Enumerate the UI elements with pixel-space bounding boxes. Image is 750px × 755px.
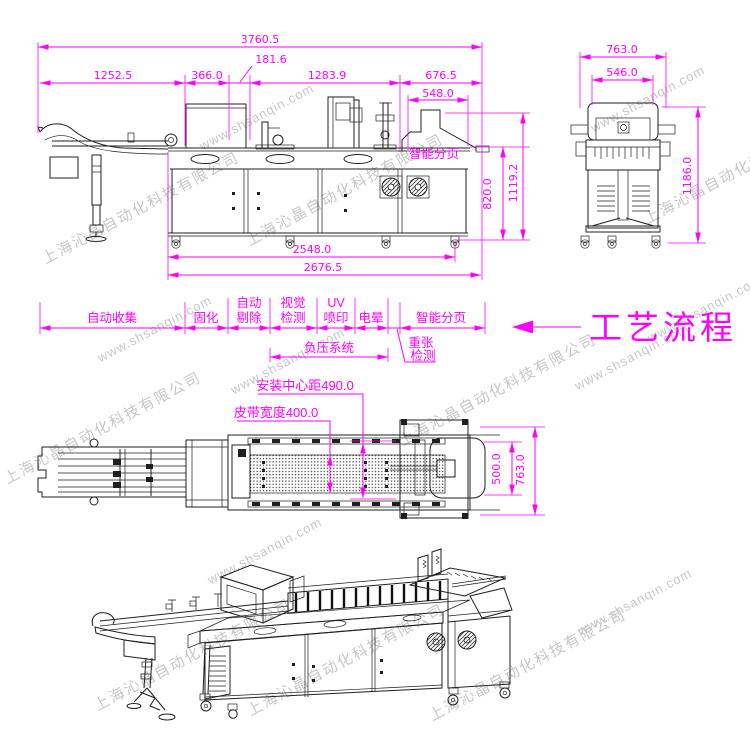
side-view-dimensions: 763.0 546.0 1186.0 xyxy=(579,43,706,244)
stage-separate: 智能分页 xyxy=(416,310,466,325)
dim-top-inner-width: 500.0 xyxy=(490,453,503,485)
dim-table-height: 820.0 xyxy=(481,178,494,210)
double-sheet-2: 检测 xyxy=(410,348,435,363)
process-flow-title: 工艺流程 xyxy=(589,310,737,347)
vacuum-belt-surface xyxy=(249,454,446,494)
side-view xyxy=(570,102,676,249)
hood-label: 智能分页 xyxy=(409,146,459,161)
double-sheet-1: 重张 xyxy=(408,335,434,350)
fan-icon xyxy=(426,632,446,652)
dim-base-total: 2676.5 xyxy=(304,261,343,274)
dim-base-span: 2548.0 xyxy=(293,243,332,256)
fan-icon xyxy=(457,630,477,650)
dim-seg-cure: 366.0 xyxy=(191,69,223,82)
dim-side-overall-width: 763.0 xyxy=(606,43,638,56)
stage-uv-2: 喷印 xyxy=(323,311,348,325)
front-view-dimensions: 3760.5 1252.5 366.0 181.6 1283.9 676.5 5… xyxy=(37,33,530,280)
top-view-dimensions: 安装中心距490.0 皮带宽度400.0 500.0 763.0 xyxy=(234,378,545,516)
dim-side-inner-width: 546.0 xyxy=(606,66,638,79)
stage-corona: 电晕 xyxy=(358,311,383,325)
dim-side-overall-height: 1186.0 xyxy=(681,157,694,196)
dim-seg-collect: 1252.5 xyxy=(94,69,133,82)
dim-total-width: 3760.5 xyxy=(241,33,280,46)
caster-icon xyxy=(651,235,661,249)
isometric-view xyxy=(91,548,513,721)
caster-icon xyxy=(171,235,181,249)
dim-seg-gap: 181.6 xyxy=(255,53,287,66)
caster-icon xyxy=(607,235,617,249)
stage-reject-2: 剔除 xyxy=(236,310,262,325)
stage-vision-1: 视觉 xyxy=(280,295,305,310)
center-distance-label: 安装中心距490.0 xyxy=(256,378,354,393)
dim-seg-feeder: 676.5 xyxy=(425,69,457,82)
fan-icon xyxy=(406,175,430,199)
flow-direction-arrow-icon xyxy=(512,320,533,334)
fan-icon xyxy=(379,175,403,199)
caster-icon xyxy=(381,235,391,249)
belt-width-label: 皮带宽度400.0 xyxy=(234,405,319,420)
caster-icon xyxy=(580,235,590,249)
stage-collect: 自动收集 xyxy=(87,310,138,325)
stage-vision-2: 检测 xyxy=(280,310,305,325)
top-view xyxy=(37,419,500,519)
front-view xyxy=(37,96,490,249)
process-flow: 自动收集 固化 自动 剔除 视觉 检测 UV 喷印 电晕 智能分页 负压系统 重… xyxy=(39,295,737,363)
vacuum-system-label: 负压系统 xyxy=(304,341,354,355)
stage-uv-1: UV xyxy=(327,296,345,310)
dim-top-outer-width: 763.0 xyxy=(514,454,527,486)
dim-overall-height: 1119.2 xyxy=(507,164,520,203)
dim-seg-print: 1283.9 xyxy=(308,69,347,82)
stage-cure: 固化 xyxy=(193,311,219,325)
dim-seg-inner: 548.0 xyxy=(422,87,454,100)
stage-reject-1: 自动 xyxy=(236,296,261,310)
